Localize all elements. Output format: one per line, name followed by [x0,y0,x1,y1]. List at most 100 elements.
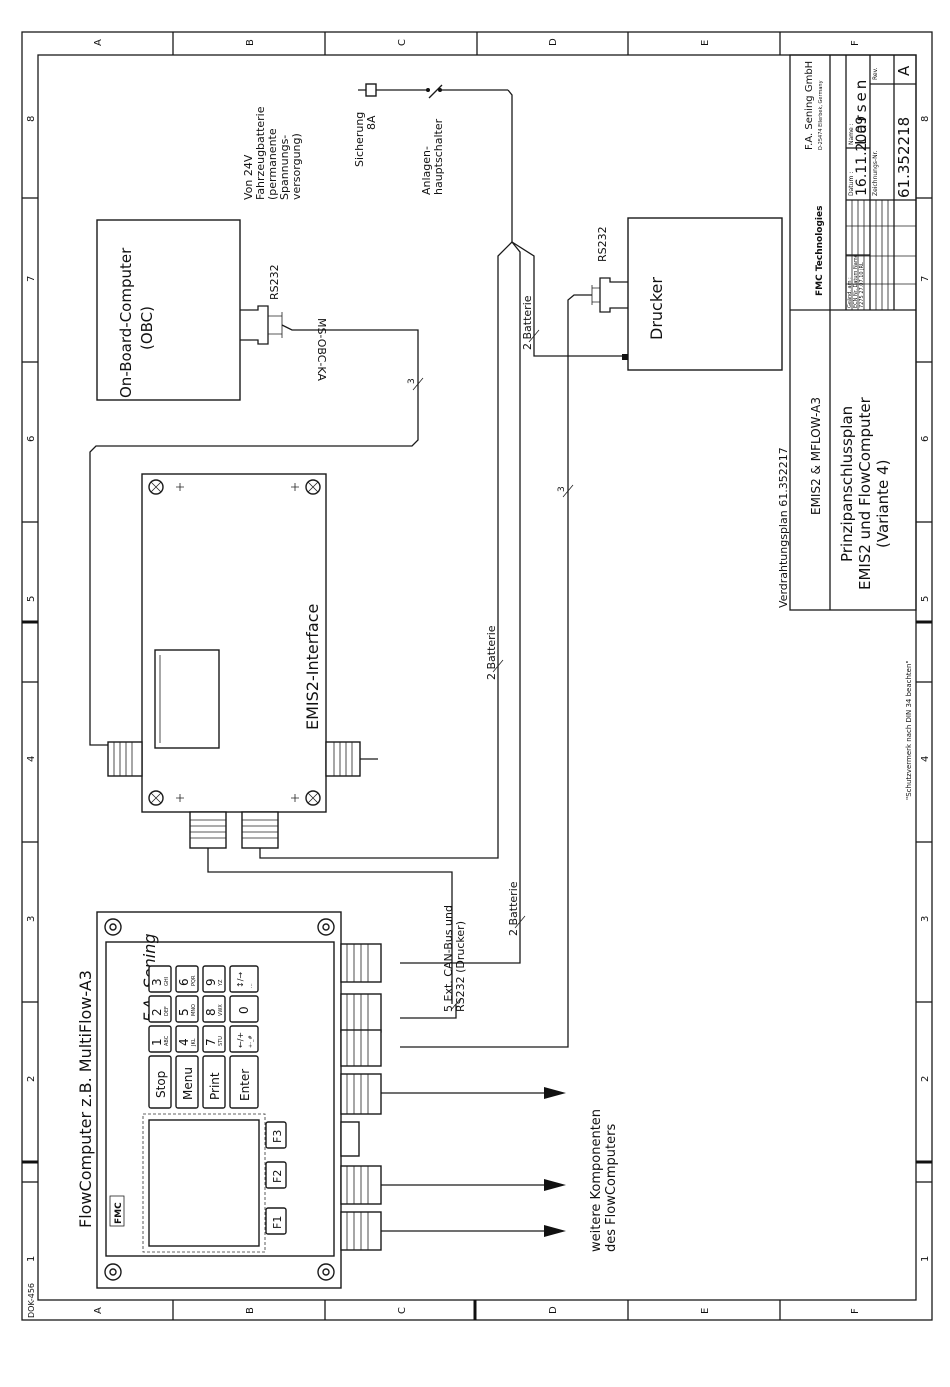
company-logo: FMC Technologies [815,206,825,296]
svg-text:YZ: YZ [218,979,224,987]
gland-4 [340,1073,382,1115]
main-switch-label: Anlagen- hauptschalter [420,118,445,195]
zone-letter-bottom-d: D [548,1306,559,1314]
svg-text:5: 5 [177,1008,191,1016]
key-menu[interactable]: Menu [175,1055,199,1109]
svg-text:8A: 8A [365,115,378,130]
supply-label: Von 24V Fahrzeugbatterie (permanente Spa… [242,106,303,200]
switch-blade [428,84,443,99]
svg-text:8: 8 [204,1008,218,1016]
drawing-number-label: Zeichnungs-Nr. [872,151,879,196]
drucker-power-terminal [622,354,628,360]
svg-text:Stop: Stop [154,1071,168,1098]
key-print[interactable]: Print [202,1055,226,1109]
flow-cable-glands [340,943,382,1251]
svg-text:(permanente: (permanente [266,128,279,200]
drucker-title: Drucker [647,277,666,340]
zone-letter-bottom-a: A [93,1307,104,1314]
title-line-3: (Variante 4) [874,460,892,548]
zone-ticks [22,32,932,1320]
zone-number-right-1: 1 [920,1256,931,1262]
key-0[interactable]: 0 [229,995,259,1023]
wire-bundle [259,241,622,1048]
svg-text:...: ... [248,983,254,988]
zone-letter-top-c: C [397,39,408,46]
fuse-label: Sicherung 8A [353,112,378,167]
zone-number-left-2: 2 [26,1076,37,1082]
svg-text:Enter: Enter [238,1069,252,1101]
zone-letters: A B C D E F A B C D E F [93,38,861,1314]
obc-cable-label: MS-OBC-KA [315,318,328,381]
svg-text:hauptschalter: hauptschalter [432,118,445,195]
key-f2[interactable]: F2 [265,1161,287,1189]
key-f3[interactable]: F3 [265,1121,287,1149]
zone-letter-top-d: D [548,38,559,46]
emis-lower-cable [207,848,453,1004]
zone-number-right-5: 5 [920,596,931,602]
drawing-number: 61.352218 [895,117,913,198]
wire-count-batt-mid: 2 Batterie [485,625,504,680]
date-value: 16.11.2009 [854,116,870,196]
zone-letter-bottom-e: E [700,1308,711,1314]
centering-marks [22,620,932,1320]
zone-number-left-1: 1 [26,1256,37,1262]
further-component-arrows [381,1087,566,1237]
zone-number-left-6: 6 [26,436,37,442]
flow-title: FlowComputer z.B. MultiFlow-A3 [76,970,95,1228]
svg-text:Anlagen-: Anlagen- [420,146,433,195]
zone-letter-bottom-f: F [850,1308,861,1314]
svg-text:ABC: ABC [164,1035,170,1046]
gland-7 [340,1211,382,1251]
svg-text:F1: F1 [271,1216,284,1229]
svg-text:+-_#: +-_# [248,1035,254,1048]
flow-logo: FMC [109,1195,125,1227]
drucker-rs232-label: RS232 [596,226,609,262]
svg-text:Fahrzeugbatterie: Fahrzeugbatterie [254,106,267,200]
ecn-values: 7275 27.07.10 jRL [859,262,865,308]
svg-text:Von 24V: Von 24V [242,154,255,200]
title-block [789,54,917,611]
svg-text:(OBC): (OBC) [138,306,156,350]
gland-5-blank [340,1121,360,1157]
svg-text:←/+: ←/+ [236,1032,245,1048]
zone-number-right-8: 8 [920,116,931,122]
emis-display-window [154,649,220,749]
svg-text:4: 4 [177,1038,191,1046]
emis-box [141,473,327,813]
fuse-symbol [365,83,377,97]
svg-text:RS232 (Drucker): RS232 (Drucker) [454,921,467,1012]
key-enter[interactable]: Enter [229,1055,259,1109]
key-arrow[interactable]: ↕/→... [229,965,259,993]
zone-number-right-3: 3 [920,916,931,922]
key-backspace[interactable]: ←/++-_# [229,1025,259,1053]
title-line-1: Prinzipanschlussplan [838,406,856,562]
gland-3 [340,1029,382,1067]
svg-text:VWX: VWX [218,1004,224,1016]
zone-letter-bottom-c: C [397,1307,408,1314]
zone-letter-bottom-b: B [245,1307,256,1314]
key-stop[interactable]: Stop [148,1055,172,1109]
gland-1 [340,943,382,983]
zone-number-left-7: 7 [26,276,37,282]
key-f1[interactable]: F1 [265,1207,287,1235]
svg-text:weitere Komponenten: weitere Komponenten [589,1109,604,1252]
revision-value: A [895,65,913,76]
flow-screws [104,918,335,1281]
ecn-labels: ECN Nr. Datum Name [853,254,859,308]
zone-letter-top-f: F [850,40,861,46]
svg-text:MNO: MNO [191,1004,197,1016]
title-block-texts: F.A. Sening GmbH D-25474 Ellerbek, Germa… [804,61,913,590]
obc-box [96,219,241,401]
svg-text:3: 3 [407,378,417,384]
